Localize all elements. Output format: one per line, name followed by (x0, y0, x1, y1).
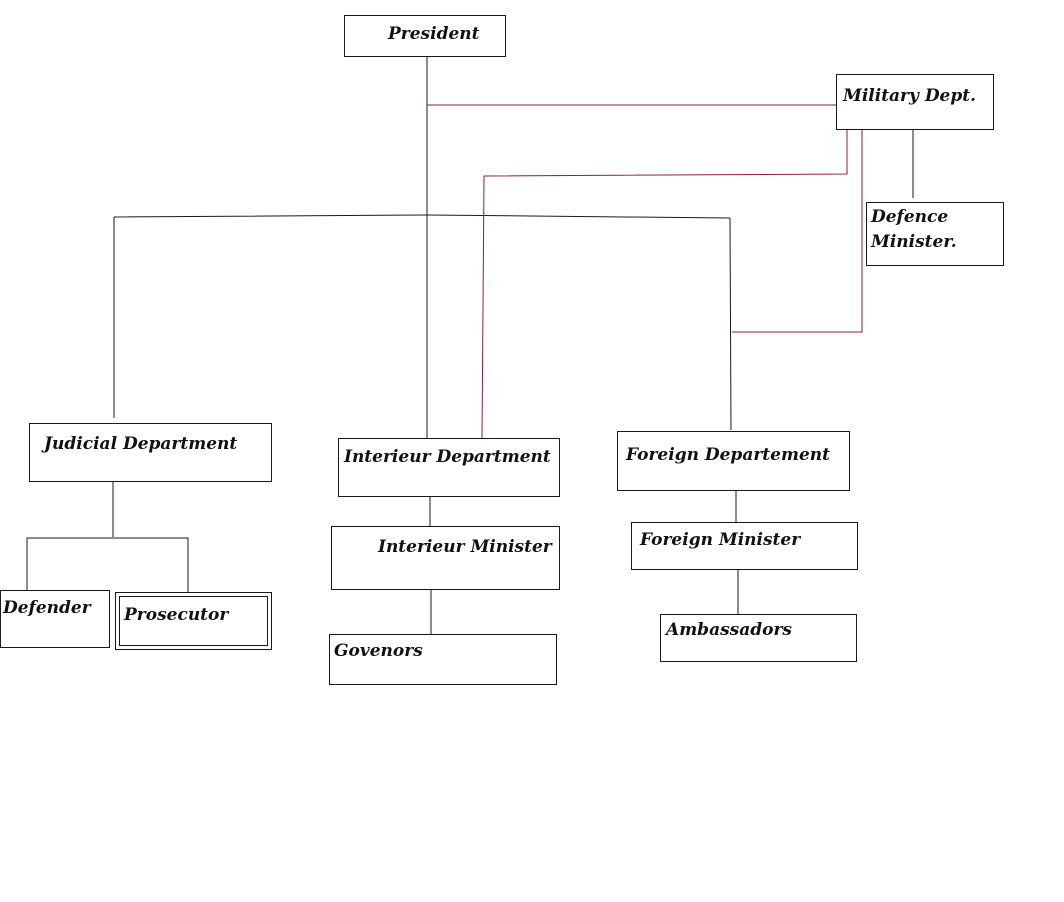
node-label: Military Dept. (843, 86, 977, 106)
edge-president-foreign (729, 217, 732, 431)
node-inner-border (119, 596, 268, 646)
node-defence-minister: Defence Minister. (866, 202, 1004, 266)
node-label: Foreign Departement (626, 445, 830, 465)
node-label: Interieur Department (344, 447, 551, 467)
node-interior-minister: Interieur Minister (331, 526, 560, 590)
node-label: Prosecutor (124, 605, 229, 625)
node-foreign-department: Foreign Departement (617, 431, 850, 491)
edge-judicial-defender-prosecutor (26, 537, 189, 596)
node-label: Ambassadors (666, 620, 792, 640)
node-label: Minister. (871, 232, 957, 252)
node-label: President (388, 24, 480, 44)
node-defender: Defender (0, 590, 110, 648)
node-label: Interieur Minister (378, 537, 552, 557)
node-label: Foreign Minister (640, 530, 801, 550)
node-ambassadors: Ambassadors (660, 614, 857, 662)
node-judicial-department: Judicial Department (29, 423, 272, 482)
node-prosecutor: Prosecutor (115, 592, 272, 650)
edge-military-interior (481, 130, 848, 439)
node-label: Defence (871, 207, 949, 227)
node-label: Judicial Department (44, 434, 238, 454)
node-foreign-minister: Foreign Minister (631, 522, 858, 570)
edge-branch-horizontal (113, 214, 731, 219)
node-president: President (344, 15, 506, 57)
node-governors: Govenors (329, 634, 557, 685)
node-label: Defender (3, 598, 91, 618)
node-military-dept: Military Dept. (836, 74, 994, 130)
edge-military-foreign (732, 130, 863, 333)
node-label: Govenors (334, 641, 423, 661)
node-interior-department: Interieur Department (338, 438, 560, 497)
